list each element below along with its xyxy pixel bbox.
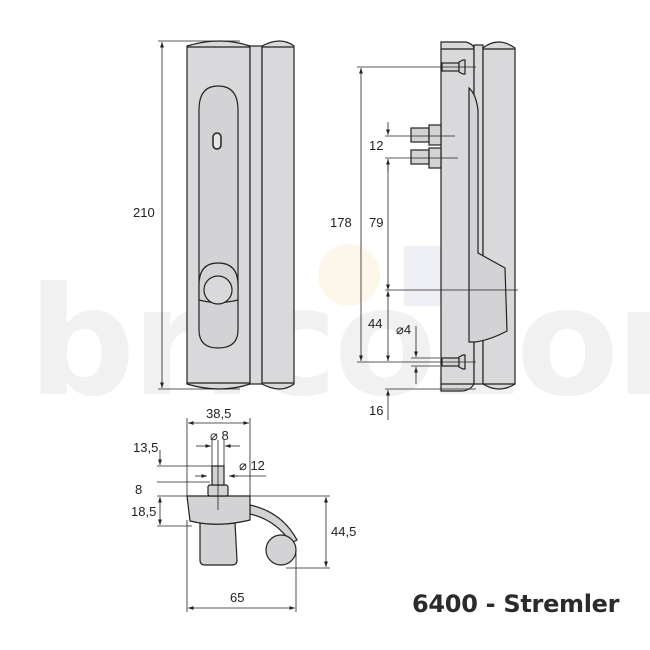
lock-barrel	[199, 522, 238, 566]
front-dimension-210	[158, 40, 240, 390]
dim-collar-diameter: ⌀ 12	[239, 458, 265, 473]
handle-profile	[468, 86, 508, 343]
top-dimensions	[157, 418, 330, 612]
lock-cylinder	[203, 275, 233, 305]
keyhole-icon	[212, 132, 222, 150]
front-view	[186, 40, 295, 390]
dim-pin-diameter: ⌀ 8	[210, 428, 229, 443]
dim-16: 16	[369, 403, 383, 418]
dim-65: 65	[230, 590, 244, 605]
dim-12: 12	[369, 138, 383, 153]
front-body-right	[261, 40, 295, 390]
dim-79: 79	[369, 215, 383, 230]
upper-pin	[410, 124, 442, 146]
front-body-strip	[249, 45, 263, 385]
dim-38-5: 38,5	[206, 406, 231, 421]
top-view	[186, 465, 298, 566]
side-dimensions	[357, 66, 518, 420]
dim-44-5: 44,5	[331, 524, 356, 539]
side-view	[410, 41, 516, 392]
dim-13-5: 13,5	[133, 440, 158, 455]
watermark-dot	[318, 244, 380, 306]
dim-8: 8	[135, 482, 142, 497]
dim-height-210: 210	[133, 205, 155, 220]
handle-knob	[265, 534, 297, 566]
base-block	[186, 495, 251, 525]
watermark-text: bricozor	[28, 256, 650, 430]
dim-44: 44	[368, 316, 382, 331]
product-title: 6400 - Stremler	[412, 590, 620, 618]
handle-recess	[198, 85, 239, 349]
dim-178: 178	[330, 215, 352, 230]
dim-screw-diameter: ⌀4	[396, 322, 411, 337]
dim-18-5: 18,5	[131, 504, 156, 519]
